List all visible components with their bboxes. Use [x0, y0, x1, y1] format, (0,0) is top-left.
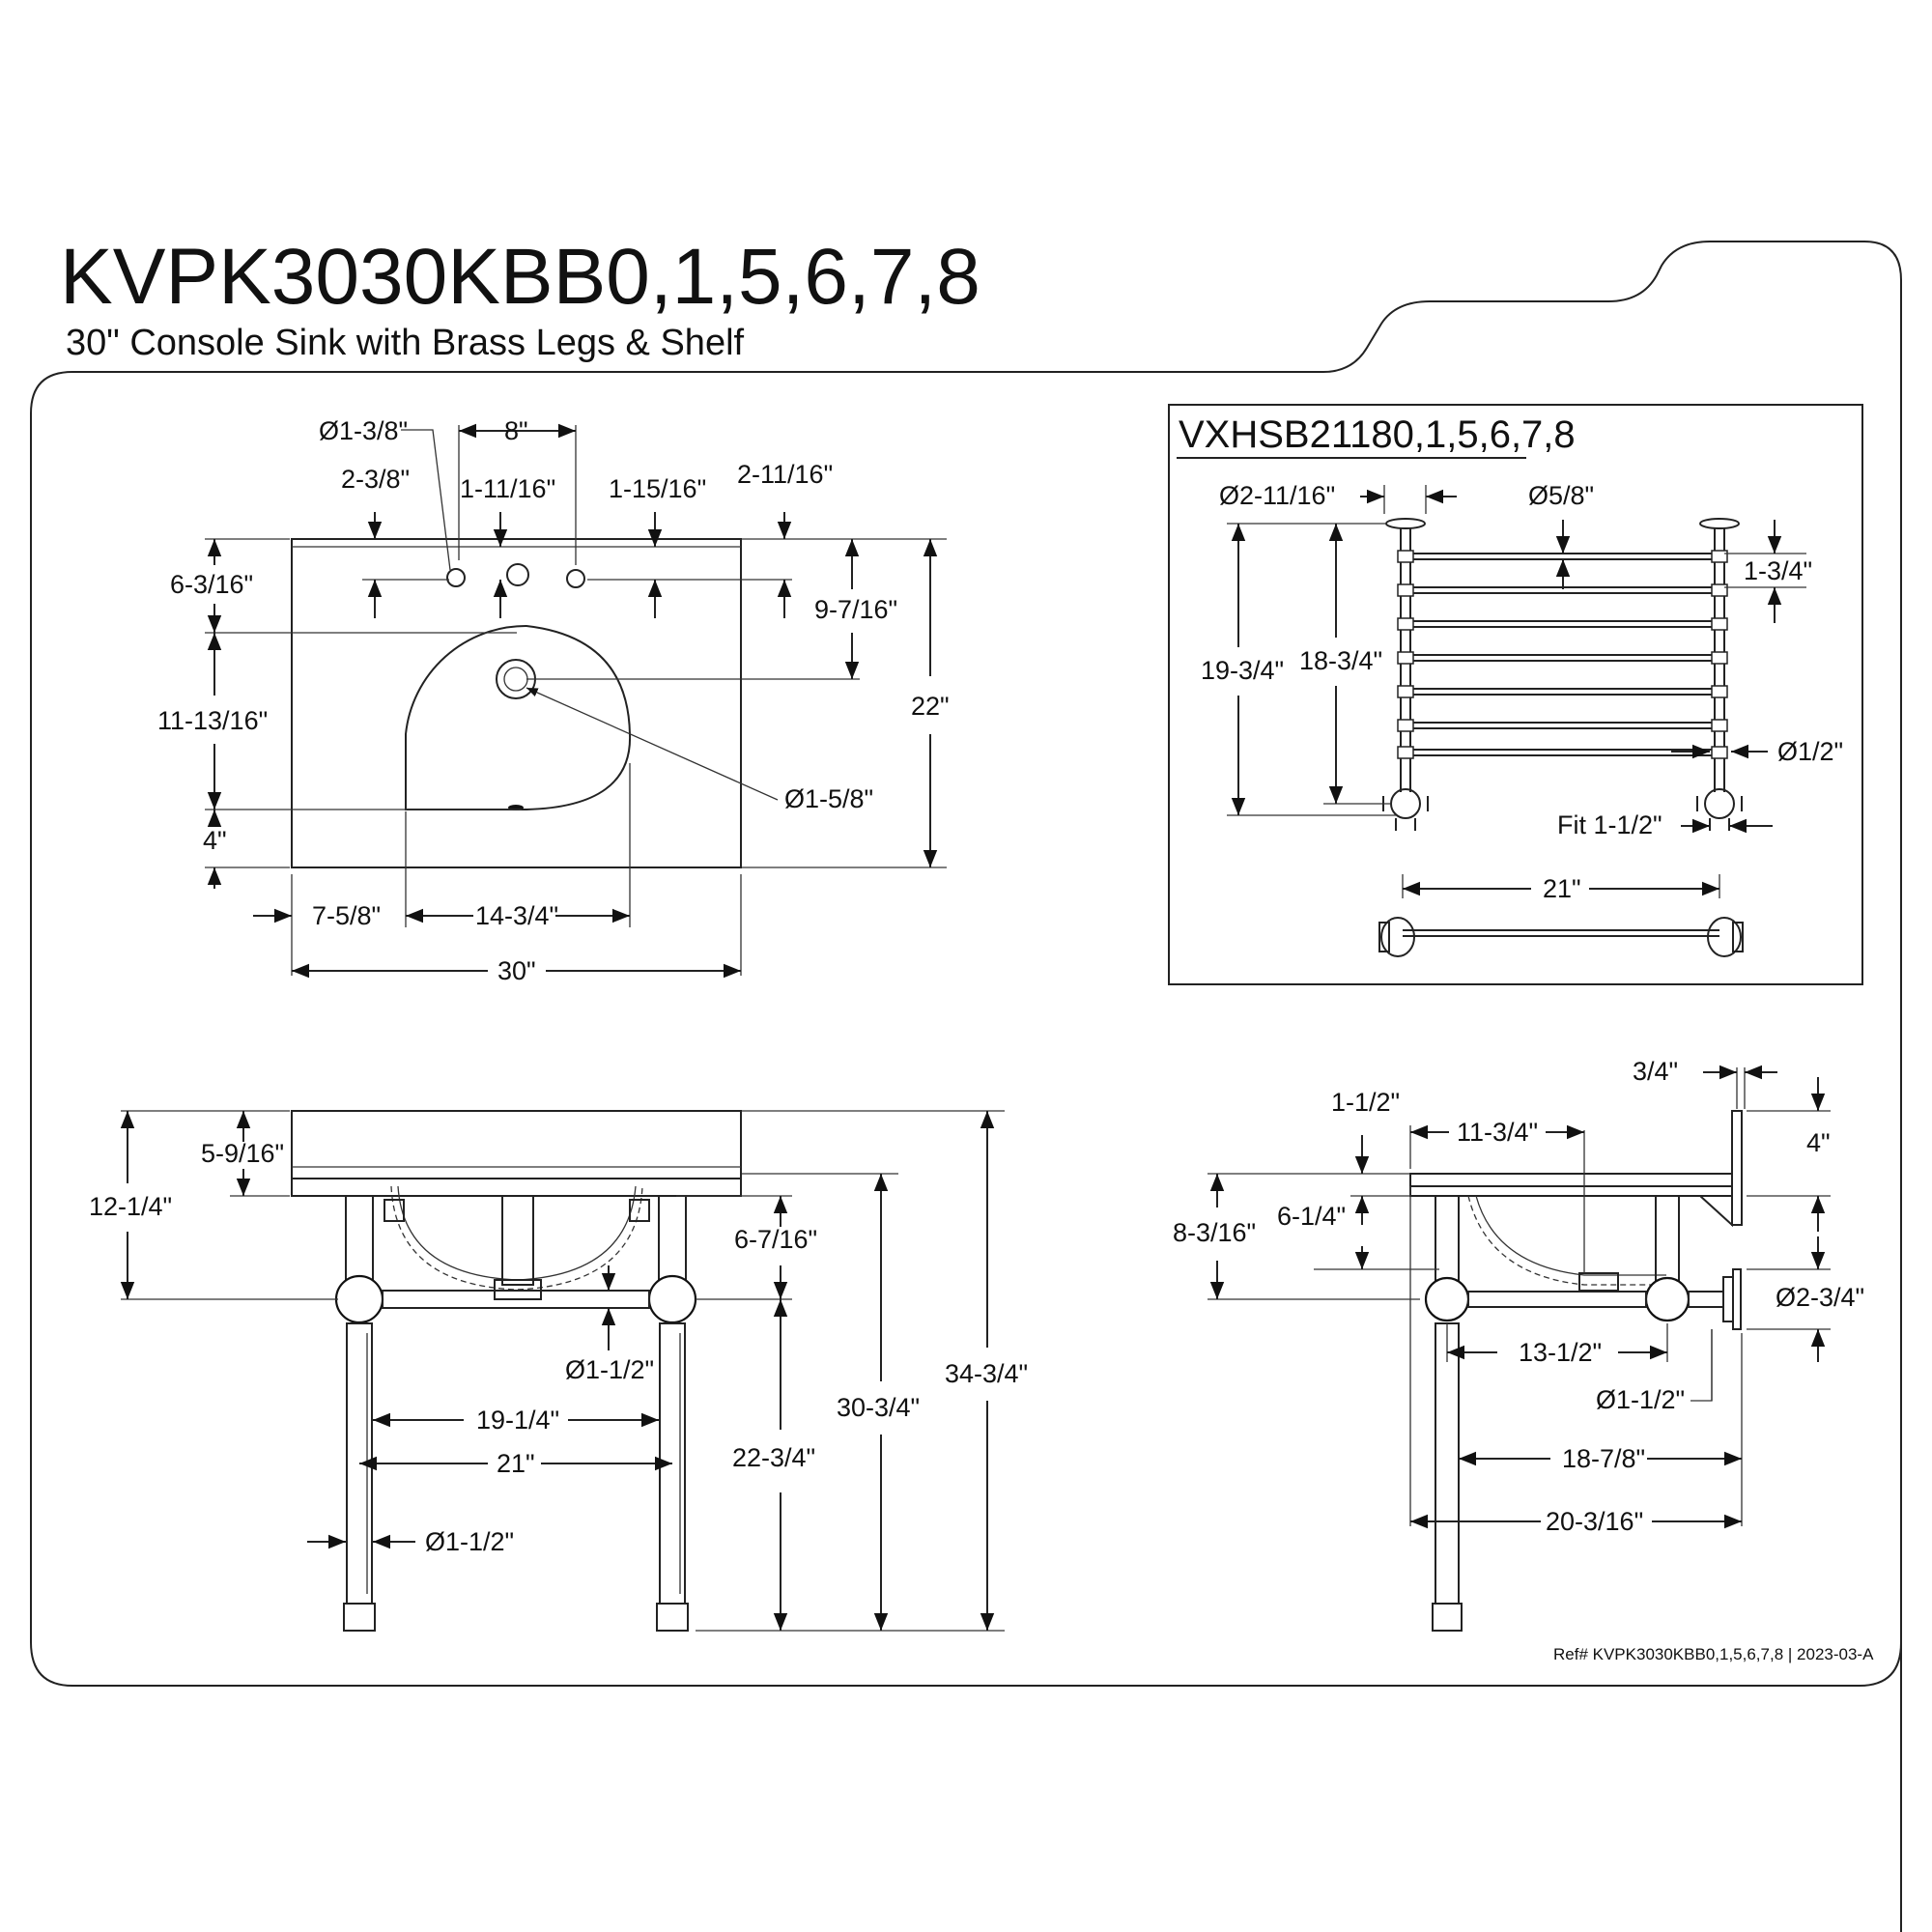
- side-dim-20-3-16: 20-3/16": [1546, 1507, 1643, 1536]
- side-dim-flange-dia: Ø2-3/4": [1776, 1283, 1864, 1312]
- dim-tap-hole-dia: Ø1-3/8": [319, 416, 408, 445]
- side-dim-11-3-4: 11-3/4": [1457, 1118, 1538, 1147]
- side-dim-18-7-8: 18-7/8": [1562, 1444, 1645, 1473]
- tap-hole-center-icon: [506, 563, 529, 586]
- front-dim-5-9-16: 5-9/16": [201, 1139, 284, 1168]
- side-dim-bar-dia: Ø1-1/2": [1596, 1385, 1685, 1414]
- shelf-dim-bar-dia: Ø1/2": [1777, 737, 1843, 766]
- front-dim-34-3-4: 34-3/4": [945, 1359, 1028, 1388]
- side-dim-4: 4": [1806, 1128, 1831, 1157]
- side-dim-3-4: 3/4": [1633, 1057, 1678, 1086]
- dim-11-13-16: 11-13/16": [157, 706, 268, 735]
- shelf-dim-rail-dia: Ø5/8": [1528, 481, 1594, 510]
- tap-hole-left-icon: [446, 568, 466, 587]
- dim-bowl-width: 14-3/4": [475, 901, 558, 930]
- tap-hole-right-icon: [566, 569, 585, 588]
- dim-depth: 22": [911, 692, 950, 721]
- dim-1-15-16: 1-15/16": [609, 474, 706, 503]
- towel-shelf-drawing: [1382, 518, 1743, 831]
- side-dim-1-1-2: 1-1/2": [1331, 1088, 1400, 1117]
- shelf-model-title: VXHSB21180,1,5,6,7,8: [1179, 413, 1576, 456]
- side-dim-6-1-4: 6-1/4": [1277, 1202, 1346, 1231]
- shelf-dim-width: 21": [1543, 874, 1581, 903]
- shelf-dim-fit: Fit 1-1/2": [1557, 810, 1662, 839]
- dim-drain-dia: Ø1-5/8": [784, 784, 873, 813]
- dim-width: 30": [497, 956, 536, 985]
- dim-2-3-8: 2-3/8": [341, 465, 410, 494]
- front-view: 5-9/16" 12-1/4" 6-7/16" Ø1-1/2" 19-1/4" …: [89, 1110, 1028, 1632]
- front-dim-22-3-4: 22-3/4": [732, 1443, 815, 1472]
- front-dim-crossbar-dia: Ø1-1/2": [565, 1355, 654, 1384]
- front-dim-12-1-4: 12-1/4": [89, 1192, 172, 1221]
- side-view: 3/4" 1-1/2" 11-3/4" 4" 8-3/16" 6-1/4" Ø2…: [1173, 1057, 1864, 1632]
- shelf-dim-overall-height: 19-3/4": [1201, 656, 1284, 685]
- front-dim-30-3-4: 30-3/4": [837, 1393, 920, 1422]
- shelf-plan-drawing: [1378, 917, 1744, 957]
- dim-9-7-16: 9-7/16": [814, 595, 897, 624]
- front-dim-21: 21": [497, 1449, 535, 1478]
- side-dim-8-3-16: 8-3/16": [1173, 1218, 1256, 1247]
- shelf-dim-spacing: 1-3/4": [1744, 556, 1812, 585]
- front-dim-leg-dia: Ø1-1/2": [425, 1527, 514, 1556]
- dim-spread: 8": [504, 416, 528, 445]
- model-title: KVPK3030KBB0,1,5,6,7,8: [60, 233, 980, 321]
- side-dim-13-1-2: 13-1/2": [1519, 1338, 1602, 1367]
- reference-code: Ref# KVPK3030KBB0,1,5,6,7,8 | 2023-03-A: [1553, 1645, 1874, 1663]
- model-subtitle: 30" Console Sink with Brass Legs & Shelf: [66, 323, 745, 363]
- front-dim-19-1-4: 19-1/4": [476, 1406, 559, 1435]
- shelf-panel: VXHSB21180,1,5,6,7,8: [1168, 404, 1863, 985]
- shelf-dim-rail-height: 18-3/4": [1299, 646, 1382, 675]
- dim-4: 4": [203, 826, 227, 855]
- sheet-border: [72, 241, 1902, 1932]
- front-dim-6-7-16: 6-7/16": [734, 1225, 817, 1254]
- dim-7-5-8: 7-5/8": [312, 901, 381, 930]
- dim-2-11-16: 2-11/16": [737, 460, 833, 489]
- dim-6-3-16: 6-3/16": [170, 570, 253, 599]
- dim-1-11-16: 1-11/16": [460, 474, 555, 503]
- top-view: 8" Ø1-3/8" 2-3/8" 1-11/16" 1-15/16" 2-11…: [157, 416, 950, 985]
- shelf-dim-post-dia: Ø2-11/16": [1219, 481, 1335, 510]
